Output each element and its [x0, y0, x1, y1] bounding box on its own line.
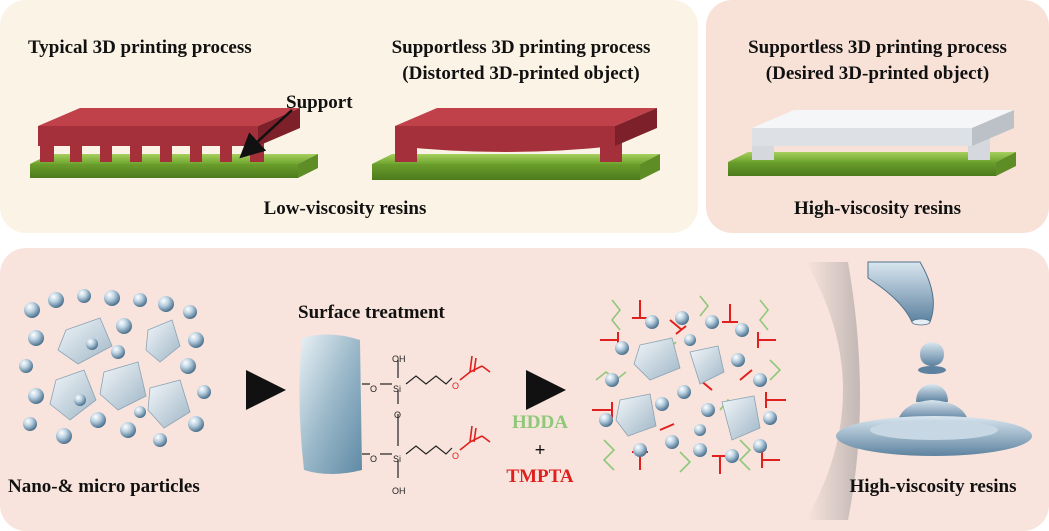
chem-si-top: Si: [393, 384, 402, 394]
surface-treatment-label: Surface treatment: [298, 302, 445, 323]
chem-oh-top: OH: [392, 354, 406, 364]
printing-nozzle-illustration: [836, 261, 1032, 456]
surface-treatment-illustration: [299, 334, 491, 478]
chem-o-left-top: O: [370, 384, 378, 394]
chem-o-ester-bottom: O: [452, 451, 460, 461]
particles-label: Nano-& micro particles: [8, 476, 200, 497]
support-label: Support: [286, 92, 353, 113]
tmpta-label: TMPTA: [506, 466, 574, 487]
particles-illustration: [19, 289, 211, 447]
hdda-label: HDDA: [512, 412, 568, 433]
typical-process-title: Typical 3D printing process: [28, 37, 252, 58]
distorted-process-title-line2: (Distorted 3D-printed object): [402, 63, 640, 84]
desired-process-title-line1: Supportless 3D printing process: [748, 37, 1007, 58]
high-viscosity-caption-bottom: High-viscosity resins: [849, 476, 1017, 497]
plus-sign: +: [534, 440, 546, 461]
low-viscosity-caption: Low-viscosity resins: [263, 198, 427, 219]
desired-print-illustration: [728, 110, 1016, 176]
transition-arrow: [806, 262, 860, 520]
chem-o-bridge: O: [394, 410, 402, 420]
distorted-process-title-line1: Supportless 3D printing process: [391, 37, 651, 58]
desired-process-title-line2: (Desired 3D-printed object): [765, 63, 990, 84]
chem-oh-bottom: OH: [392, 486, 406, 496]
resin-mixture-illustration: [592, 295, 786, 474]
high-viscosity-caption-top: High-viscosity resins: [794, 198, 961, 219]
distorted-print-illustration: [372, 108, 660, 180]
chem-o-left-bottom: O: [370, 454, 378, 464]
typical-print-illustration: [30, 108, 318, 178]
chem-si-bottom: Si: [393, 454, 402, 464]
chem-o-ester-top: O: [452, 381, 460, 391]
